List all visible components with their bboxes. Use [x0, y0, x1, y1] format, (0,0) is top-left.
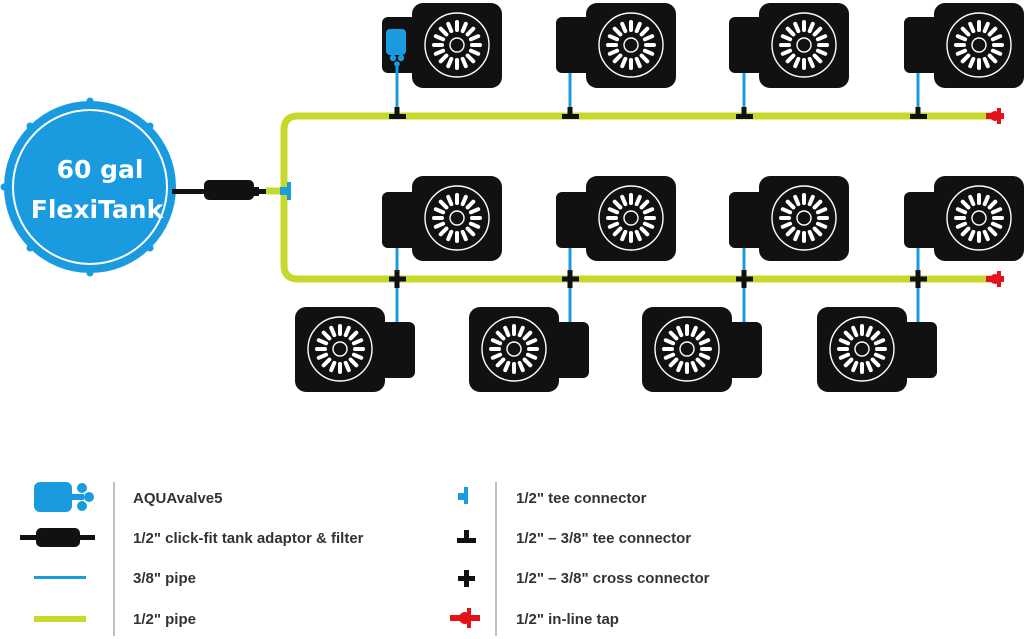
legend: AQUAvalve5 1/2" click-fit tank adaptor &… [20, 482, 710, 636]
pot-row-top [382, 1, 1024, 90]
aquavalve [386, 29, 406, 67]
inline-tap-bottom [986, 271, 1004, 287]
pot [904, 1, 1024, 90]
legend-label-tank-adaptor: 1/2" click-fit tank adaptor & filter [133, 530, 364, 547]
pot [729, 1, 851, 90]
cross-connector-icon [458, 570, 475, 587]
tee-connector [280, 182, 291, 200]
tank-label-name: FlexiTank [31, 195, 165, 224]
cross-connector [562, 270, 579, 288]
legend-label-reducing-tee: 1/2" – 3/8" tee connector [516, 530, 691, 547]
cross-connector [910, 270, 927, 288]
legend-label-tap: 1/2" in-line tap [516, 611, 619, 628]
inline-tap-icon [450, 608, 480, 628]
pot-row-bottom [293, 305, 937, 394]
pot [904, 174, 1024, 263]
pot [556, 174, 678, 263]
pot [382, 174, 504, 263]
legend-label-cross: 1/2" – 3/8" cross connector [516, 570, 710, 587]
reducing-tee-connector [389, 107, 406, 119]
inline-tap-top [986, 108, 1004, 124]
reducing-tee-connectors-top [389, 107, 927, 119]
tank-label-capacity: 60 gal [57, 155, 144, 184]
pot [640, 305, 762, 394]
aquavalve-icon [34, 482, 94, 512]
tee-connector-icon [458, 487, 468, 504]
pot [467, 305, 589, 394]
pipe-3-8-icon [34, 576, 86, 579]
legend-label-large-pipe: 1/2" pipe [133, 611, 196, 628]
reducing-tee-connector [562, 107, 579, 119]
legend-label-small-pipe: 3/8" pipe [133, 570, 196, 587]
pot-row-middle [382, 174, 1024, 263]
legend-label-tee: 1/2" tee connector [516, 490, 647, 507]
pipe-1-2-icon [34, 616, 86, 622]
three-eighths-pipe-top [395, 66, 920, 113]
flexitank: 60 gal FlexiTank [0, 97, 176, 277]
reducing-tee-connector [910, 107, 927, 119]
tank-adaptor-filter [172, 180, 268, 200]
legend-label-aquavalve: AQUAvalve5 [133, 490, 223, 507]
pot [293, 305, 415, 394]
tank-adaptor-filter-icon [20, 528, 95, 547]
pot [815, 305, 937, 394]
reducing-tee-connector-icon [457, 530, 476, 543]
pot [729, 174, 851, 263]
reducing-tee-connector [736, 107, 753, 119]
pot [556, 1, 678, 90]
cross-connector [736, 270, 753, 288]
cross-connector [389, 270, 406, 288]
cross-connectors-lower [389, 270, 927, 288]
